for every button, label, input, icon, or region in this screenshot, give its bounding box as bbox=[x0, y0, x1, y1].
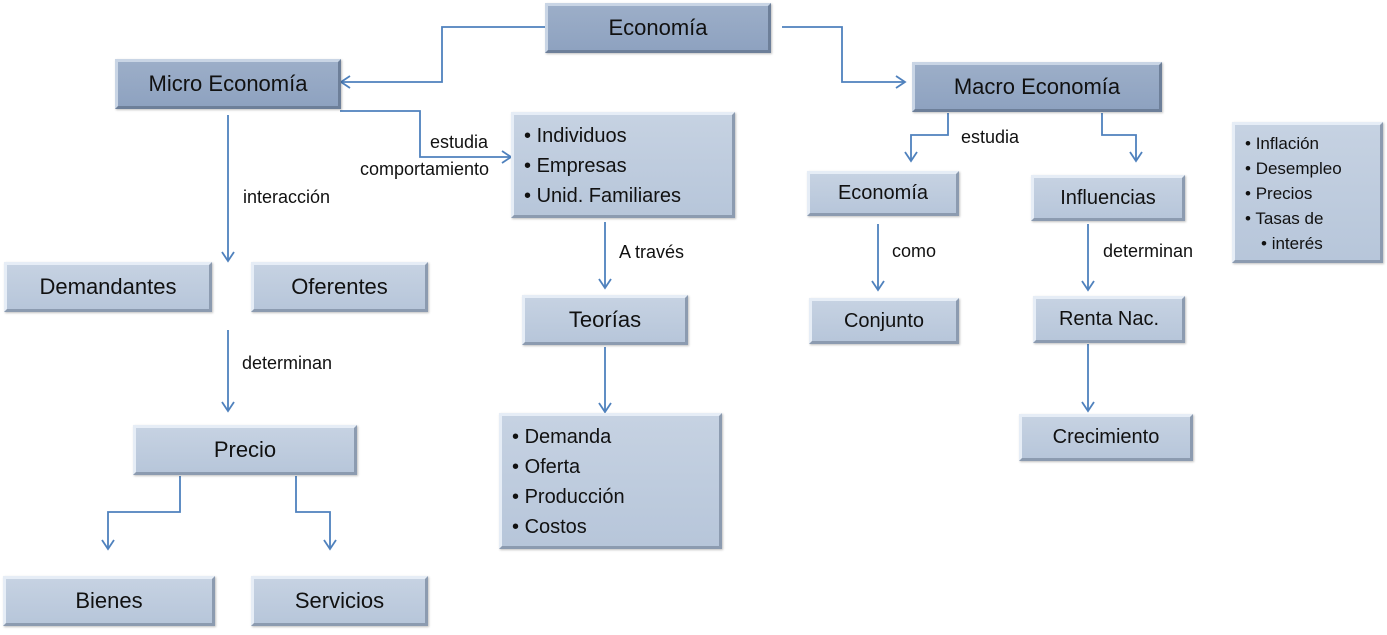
node-precio-label: Precio bbox=[213, 437, 277, 462]
node-precio: Precio bbox=[133, 425, 357, 475]
list-item: Costos bbox=[512, 512, 625, 542]
arrow-economia-to-micro bbox=[339, 26, 545, 89]
list-item: Desempleo bbox=[1245, 156, 1342, 181]
label-estudia-micro: estudia bbox=[430, 132, 489, 152]
list-item: Unid. Familiares bbox=[524, 181, 681, 211]
label-interaccion: interacción bbox=[243, 187, 331, 207]
node-macro-economia: Macro Economía bbox=[912, 62, 1162, 112]
node-micro-economia-label: Micro Economía bbox=[148, 71, 308, 96]
node-bienes-label: Bienes bbox=[75, 588, 143, 613]
list-item-continuation: interés bbox=[1245, 231, 1342, 256]
node-renta-nac: Renta Nac. bbox=[1033, 296, 1185, 343]
list-item: Empresas bbox=[524, 151, 681, 181]
node-servicios: Servicios bbox=[251, 576, 428, 626]
arrow-micro-to-actores bbox=[340, 110, 513, 164]
label-determinan-macro: determinan bbox=[1103, 241, 1194, 261]
node-teorias: Teorías bbox=[522, 295, 688, 345]
list-item: Oferta bbox=[512, 452, 625, 482]
label-como: como bbox=[892, 241, 937, 261]
list-item: Individuos bbox=[524, 121, 681, 151]
teorias-list: Demanda Oferta Producción Costos bbox=[512, 422, 625, 542]
node-crecimiento-label: Crecimiento bbox=[1052, 426, 1160, 448]
node-variables-list: Inflación Desempleo Precios Tasas de int… bbox=[1232, 122, 1383, 263]
node-servicios-label: Servicios bbox=[294, 588, 385, 613]
node-economia-macro: Economía bbox=[807, 171, 959, 216]
list-item: Inflación bbox=[1245, 131, 1342, 156]
node-economia: Economía bbox=[545, 3, 771, 53]
node-demandantes-label: Demandantes bbox=[39, 274, 177, 299]
label-a-traves: A través bbox=[619, 242, 685, 262]
node-renta-nac-label: Renta Nac. bbox=[1058, 308, 1160, 330]
node-micro-economia: Micro Economía bbox=[115, 59, 341, 109]
variables-list: Inflación Desempleo Precios Tasas de int… bbox=[1245, 131, 1342, 256]
arrow-precio-to-bienes bbox=[101, 476, 181, 551]
node-oferentes-label: Oferentes bbox=[291, 274, 388, 299]
arrow-macro-to-influencias bbox=[1101, 113, 1143, 163]
node-teorias-label: Teorías bbox=[568, 307, 642, 332]
arrow-precio-to-servicios bbox=[295, 476, 337, 551]
node-influencias-label: Influencias bbox=[1060, 186, 1156, 209]
node-crecimiento: Crecimiento bbox=[1019, 414, 1193, 461]
arrow-macro-to-economia2 bbox=[904, 113, 949, 163]
list-item: Demanda bbox=[512, 422, 625, 452]
node-oferentes: Oferentes bbox=[251, 262, 428, 312]
arrow-economia-to-macro bbox=[782, 26, 907, 89]
node-macro-economia-label: Macro Economía bbox=[953, 74, 1121, 99]
label-comportamiento: comportamiento bbox=[360, 159, 490, 179]
actores-list: Individuos Empresas Unid. Familiares bbox=[524, 121, 681, 211]
node-influencias: Influencias bbox=[1031, 175, 1185, 221]
list-item: Precios bbox=[1245, 181, 1342, 206]
node-actores-list: Individuos Empresas Unid. Familiares bbox=[511, 112, 735, 218]
node-economia-macro-label: Economía bbox=[837, 182, 929, 204]
label-estudia-macro: estudia bbox=[961, 127, 1020, 147]
list-item: Tasas de bbox=[1245, 206, 1342, 231]
node-teorias-list: Demanda Oferta Producción Costos bbox=[499, 413, 722, 549]
node-conjunto: Conjunto bbox=[809, 298, 959, 344]
node-demandantes: Demandantes bbox=[4, 262, 212, 312]
node-bienes: Bienes bbox=[3, 576, 215, 626]
list-item: Producción bbox=[512, 482, 625, 512]
label-determinan-micro: determinan bbox=[242, 353, 333, 373]
node-conjunto-label: Conjunto bbox=[843, 309, 925, 332]
node-economia-label: Economía bbox=[608, 15, 708, 40]
